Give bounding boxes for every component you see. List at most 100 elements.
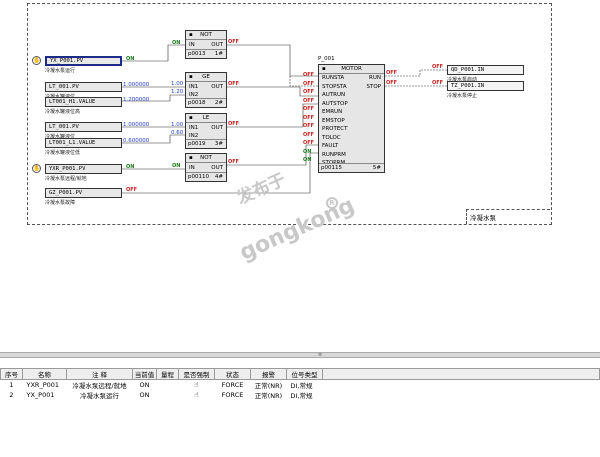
block-type: GE: [202, 74, 210, 80]
state-motor-autrun: OFF: [303, 89, 315, 95]
column-header[interactable]: 名称: [22, 368, 67, 380]
pin-in2: IN2: [189, 133, 199, 139]
value-ge-in2: 1.20: [171, 89, 184, 95]
tag-label: YXR_P001.PV: [49, 166, 86, 172]
block-order: 5#: [372, 165, 381, 171]
tag-comment: 冷凝水罐液位: [45, 134, 76, 140]
block-type: LE: [202, 115, 210, 121]
block-id: p0018: [188, 100, 206, 106]
column-header[interactable]: 量程: [156, 368, 179, 380]
cell-alarm: 正常(NR): [254, 382, 283, 390]
tag-comment: 冷凝水泵远程/就地: [45, 176, 87, 182]
block-type: NOT: [200, 32, 212, 38]
pin-in1: IN1: [189, 84, 199, 90]
hand-pointer-icon[interactable]: ☝: [194, 391, 199, 399]
cell-no: 1: [9, 381, 14, 389]
logic-diagram-canvas[interactable]: 冷凝水泵 ✋ YX_P001.PV 冷凝水泵运行 ON LT_001.PV 冷凝…: [0, 0, 600, 352]
column-header[interactable]: 位号类型: [286, 368, 323, 380]
input-tag-lt001-h1[interactable]: LT001_H1.VALUE: [45, 97, 122, 107]
column-header[interactable]: 当前值: [132, 368, 157, 380]
pin-toloc: TOLOC: [322, 134, 341, 141]
pin-emstop: EMSTOP: [322, 117, 345, 124]
wire-not1-motor: [227, 44, 318, 77]
state-le-out: OFF: [228, 121, 240, 127]
tag-comment: 冷凝水泵运行: [45, 68, 76, 74]
block-title: ▪ LE: [186, 114, 226, 123]
input-tag-lt001-b[interactable]: LT_001.PV: [45, 122, 122, 132]
state-not1-in: ON: [172, 40, 181, 46]
input-tag-yxr-p001[interactable]: YXR_P001.PV: [45, 164, 122, 174]
value-lt-l1: 0.600000: [123, 138, 150, 144]
tag-label: LT_001.PV: [49, 84, 79, 90]
tag-label: LT001_H1.VALUE: [49, 99, 96, 105]
cell-forced: ☝: [179, 380, 215, 391]
force-hand-icon: ✋: [32, 164, 41, 173]
cell-note: 冷凝水泵运行: [80, 392, 119, 400]
input-tag-yx-p001[interactable]: YX_P001.PV: [45, 56, 122, 66]
cell-status: FORCE: [221, 381, 244, 389]
cell-type: DI,常规: [290, 382, 313, 390]
column-header[interactable]: 状态: [214, 368, 251, 380]
tag-comment: 冷凝水泵停止: [447, 93, 478, 99]
value-ge-in1: 1.00: [171, 81, 184, 87]
output-tag-qd-p001[interactable]: QD_P001.IN: [447, 65, 524, 75]
frame-title: 冷凝水泵: [466, 209, 550, 224]
state-motor-runprm: ON: [303, 148, 312, 155]
pin-stop: STOP: [366, 84, 382, 90]
input-tag-lt001-l1[interactable]: LT001_L1.VALUE: [45, 138, 122, 148]
block-dot-icon: ▪: [322, 66, 326, 72]
block-order: 2#: [214, 100, 223, 106]
column-header[interactable]: 注 释: [66, 368, 133, 380]
wire-not2-toloc: [227, 144, 318, 166]
state-gz: OFF: [126, 187, 138, 193]
state-motor-toloc: OFF: [303, 131, 315, 138]
state-motor-emstop: OFF: [303, 114, 315, 121]
input-tag-lt001-a[interactable]: LT_001.PV: [45, 82, 122, 92]
pin-runprm: RUNPRM: [322, 151, 346, 158]
pin-out: OUT: [211, 165, 223, 171]
state-motor-stoprm: ON: [303, 157, 312, 163]
hand-pointer-icon[interactable]: ☝: [194, 381, 199, 389]
output-tag-tz-p001[interactable]: TZ_P001.IN: [447, 81, 524, 91]
pin-out: OUT: [211, 42, 223, 48]
tag-comment: 冷凝水罐液位高: [45, 109, 81, 115]
wire-le-autstop: [227, 103, 318, 128]
value-lt-a: 1.000000: [123, 82, 150, 88]
column-header[interactable]: 序号: [0, 368, 23, 380]
cell-forced: ☝: [179, 390, 215, 400]
column-header[interactable]: 是否强制: [178, 368, 215, 380]
cell-value: ON: [139, 391, 150, 399]
block-title: ▪MOTOR: [319, 65, 384, 74]
pin-in2: IN2: [189, 92, 199, 98]
state-motor-emrun: OFF: [303, 106, 315, 112]
wire-run-qd: [385, 69, 447, 77]
state-motor-run: OFF: [386, 70, 398, 76]
tag-comment: 冷凝水罐液位低: [45, 150, 81, 156]
splitter-grip-icon: ≡: [318, 352, 323, 358]
pin-autstop: AUTSTOP: [322, 100, 348, 107]
state-yx: ON: [126, 56, 135, 62]
panel-splitter[interactable]: ≡: [0, 352, 600, 358]
block-dot-icon: ▪: [189, 115, 193, 121]
cell-note: 冷凝水泵远程/就地: [72, 382, 127, 390]
tag-label: LT_001.PV: [49, 124, 79, 130]
pin-out: OUT: [211, 84, 223, 90]
column-header[interactable]: 报警: [250, 368, 287, 380]
wire-ltl-le2: [122, 134, 185, 144]
wire-lth-ge2: [122, 94, 185, 102]
registered-mark-icon: R: [326, 197, 338, 209]
block-title: ▪NOT: [186, 154, 226, 163]
input-tag-gz-p001[interactable]: GZ_P001.PV: [45, 188, 122, 198]
cell-range: [157, 380, 179, 391]
state-motor-stop: OFF: [386, 80, 398, 86]
